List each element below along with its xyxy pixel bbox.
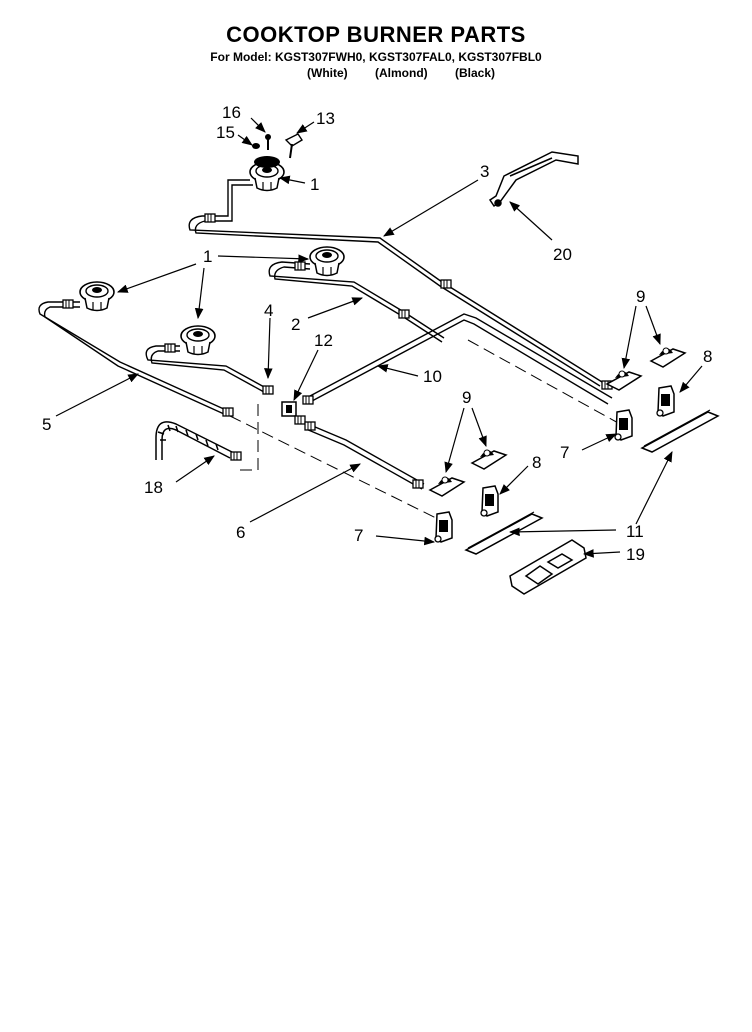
regulator-12 [281, 401, 306, 425]
color-white-label: (White) [307, 66, 348, 80]
callout-19: 19 [626, 545, 645, 564]
screw-16 [265, 134, 271, 150]
gas-tube-2 [268, 261, 445, 343]
callout-8-mid: 8 [532, 453, 541, 472]
callout-16: 16 [222, 103, 241, 122]
callout-15: 15 [216, 123, 235, 142]
callout-1-top: 1 [310, 175, 319, 194]
callout-10: 10 [423, 367, 442, 386]
bracket-20 [488, 151, 579, 208]
callout-20: 20 [553, 245, 572, 264]
heat-shield-19 [509, 539, 587, 595]
gas-tube-5 [38, 301, 227, 415]
callout-9-right: 9 [636, 287, 645, 306]
callout-9-mid: 9 [462, 388, 471, 407]
callout-7-mid: 7 [354, 526, 363, 545]
callout-8-right: 8 [703, 347, 712, 366]
model-line: For Model: KGST307FWH0, KGST307FAL0, KGS… [210, 50, 542, 64]
callout-1-mid: 1 [203, 247, 212, 266]
gas-tube-4 [145, 345, 267, 393]
callout-2: 2 [291, 315, 300, 334]
color-almond-label: (Almond) [375, 66, 428, 80]
callout-4: 4 [264, 301, 273, 320]
callout-12: 12 [314, 331, 333, 350]
diagram-header: COOKTOP BURNER PARTS For Model: KGST307F… [0, 22, 752, 65]
callout-18: 18 [144, 478, 163, 497]
clip-15 [252, 143, 260, 149]
manifold-tube-10 [309, 313, 613, 405]
callout-3: 3 [480, 162, 489, 181]
callout-7-right: 7 [560, 443, 569, 462]
callout-6: 6 [236, 523, 245, 542]
page-title: COOKTOP BURNER PARTS [226, 22, 526, 47]
callout-13: 13 [316, 109, 335, 128]
callout-5: 5 [42, 415, 51, 434]
flex-hose-18 [155, 421, 233, 460]
callout-11: 11 [626, 522, 644, 541]
gas-tube-6 [305, 423, 425, 490]
top-burner [249, 156, 285, 192]
color-black-label: (Black) [455, 66, 496, 80]
electrode-13 [284, 133, 303, 159]
